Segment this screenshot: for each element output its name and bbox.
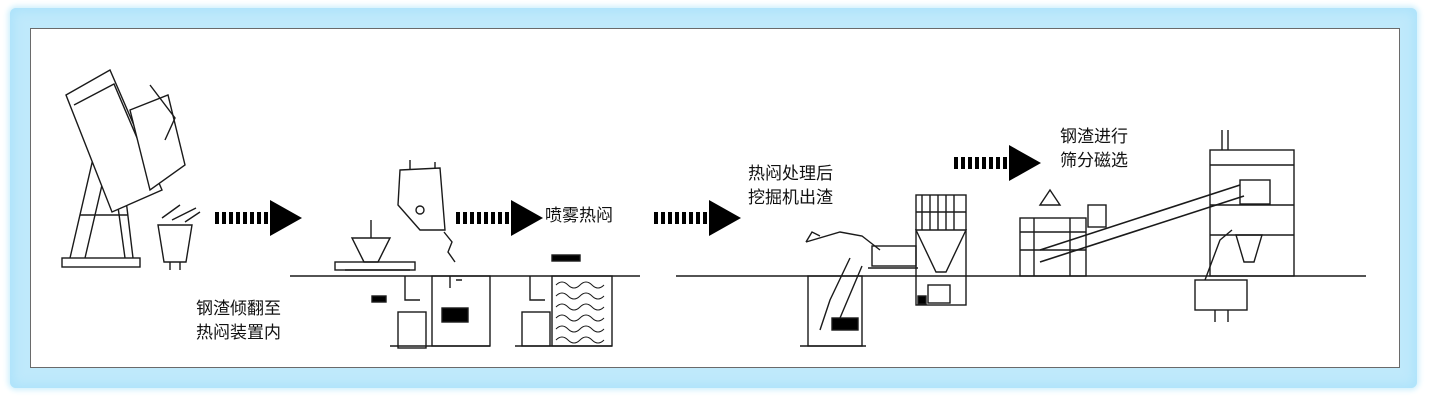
label-step3-line2: 挖掘机出渣 <box>748 188 833 208</box>
flow-arrow-2 <box>456 200 543 236</box>
excavator-unloading <box>800 194 968 347</box>
label-step1-line1: 钢渣倾翻至 <box>196 299 281 319</box>
screening-magnetic-plant <box>1019 130 1295 322</box>
flow-arrow-1 <box>215 200 302 236</box>
label-step1-line2: 热闷装置内 <box>196 323 281 343</box>
process-diagram-panel <box>30 28 1400 368</box>
label-step4-line2: 筛分磁选 <box>1060 151 1128 171</box>
arrow-right-icon <box>511 200 543 236</box>
spray-stewing-pit <box>515 254 613 347</box>
hot-splash-pit <box>334 160 491 349</box>
flow-arrow-4 <box>954 145 1041 181</box>
arrow-right-icon <box>270 200 302 236</box>
label-step4-line1: 钢渣进行 <box>1060 127 1128 147</box>
label-step2: 喷雾热闷 <box>545 206 613 226</box>
ladle-tilting-equipment <box>61 69 201 270</box>
arrow-right-icon <box>1009 145 1041 181</box>
arrow-right-icon <box>709 200 741 236</box>
label-step3-line1: 热闷处理后 <box>748 164 833 184</box>
flow-arrow-3 <box>654 200 741 236</box>
